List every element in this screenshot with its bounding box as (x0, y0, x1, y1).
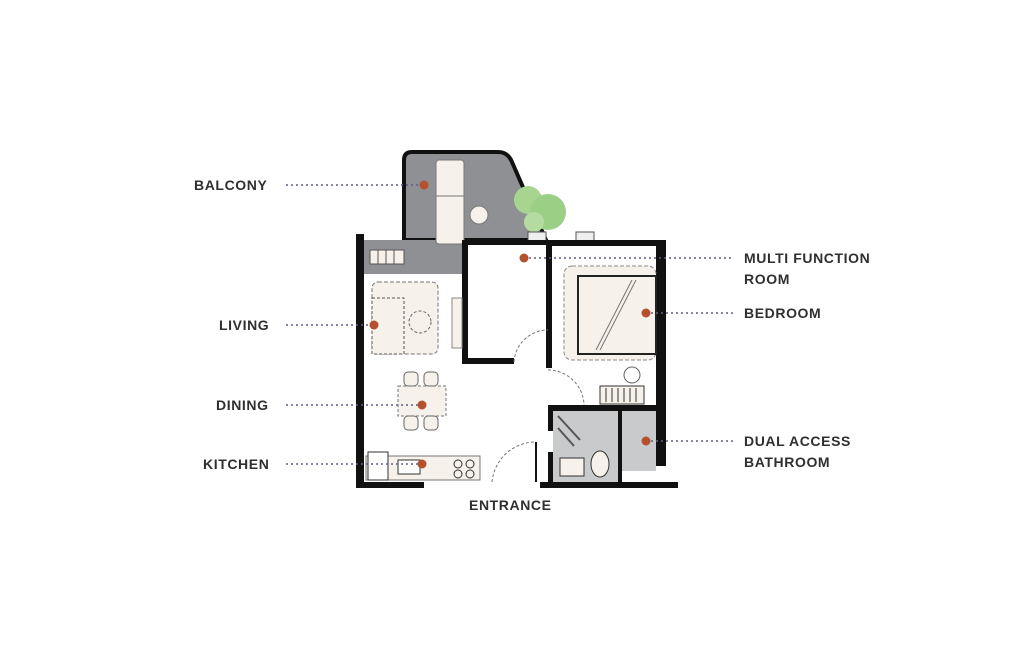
tree-icon (514, 186, 566, 232)
planter (527, 231, 547, 242)
label-bathroom-line1: DUAL ACCESS (744, 433, 851, 449)
label-bedroom: BEDROOM (744, 305, 822, 321)
coffee-table (408, 310, 432, 334)
walls (356, 234, 678, 488)
marker-living (369, 320, 379, 330)
balcony-side-table (469, 205, 489, 225)
marker-bedroom (641, 308, 651, 318)
marker-kitchen (417, 459, 427, 469)
label-dual-access-bathroom: DUAL ACCESS BATHROOM (744, 431, 851, 473)
bathroom-shower-area (622, 411, 656, 471)
leader-lines (286, 184, 734, 465)
bedroom-chair (623, 366, 641, 384)
label-entrance: ENTRANCE (469, 497, 552, 513)
sun-lounger (435, 159, 465, 245)
label-bathroom-line2: BATHROOM (744, 454, 831, 470)
marker-balcony (419, 180, 429, 190)
marker-bathroom (641, 436, 651, 446)
marker-multi-function-room (519, 253, 529, 263)
toilet (590, 450, 610, 478)
tv-console (451, 297, 463, 349)
label-living: LIVING (219, 317, 270, 333)
fridge (367, 451, 389, 481)
label-multi-function-room: MULTI FUNCTION ROOM (744, 248, 870, 290)
door-swing (547, 369, 585, 406)
label-dining: DINING (216, 397, 269, 413)
sink (397, 459, 421, 475)
balcony-bench (369, 249, 405, 265)
label-multi-function-line2: ROOM (744, 271, 790, 287)
basin (559, 457, 585, 477)
room-markers (369, 180, 651, 469)
entrance-door-swing (491, 441, 537, 483)
wardrobe (599, 385, 645, 405)
door-swing (513, 329, 549, 363)
marker-dining (417, 400, 427, 410)
label-balcony: BALCONY (194, 177, 268, 193)
planter (575, 231, 595, 242)
label-kitchen: KITCHEN (203, 456, 270, 472)
label-multi-function-line1: MULTI FUNCTION (744, 250, 871, 266)
